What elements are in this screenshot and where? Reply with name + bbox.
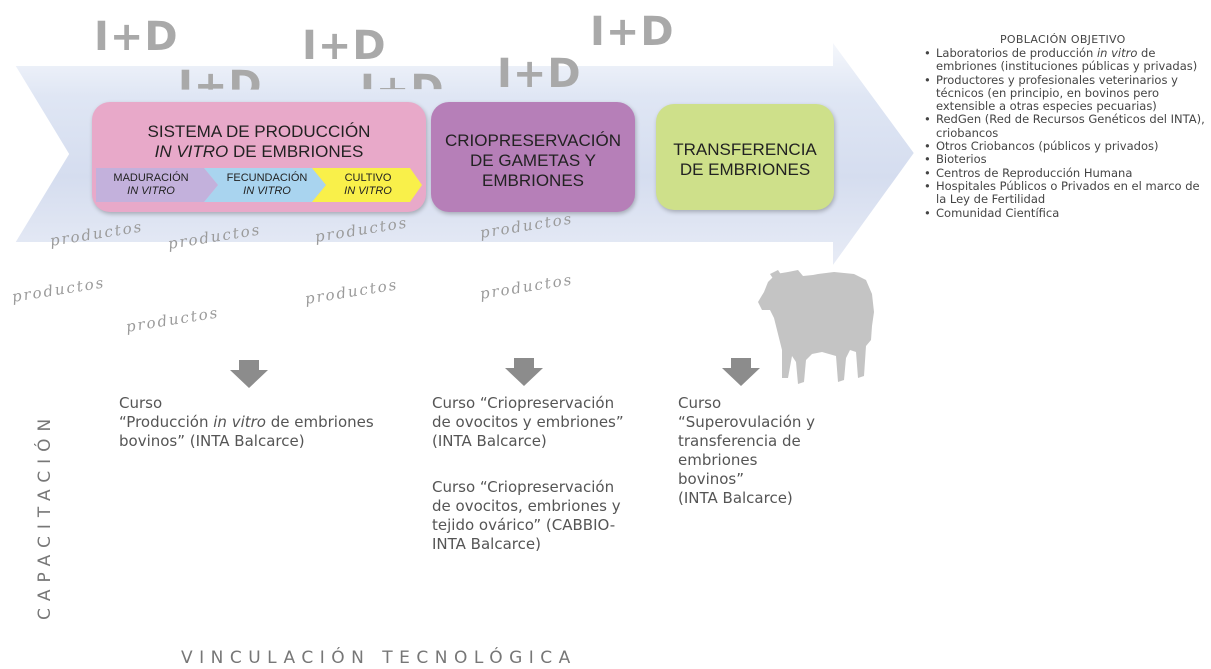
down-arrow-icon bbox=[722, 358, 760, 386]
course-crio-tejido-line: Curso “Criopreservación bbox=[432, 478, 615, 496]
down-arrow-icon bbox=[230, 360, 268, 388]
course-transfer-line: transferencia de bbox=[678, 432, 801, 450]
course-ivp-line: “Producción in vitro de embriones bbox=[119, 413, 374, 431]
course-crio-tejido-line: tejido ovárico” (CABBIO- bbox=[432, 516, 616, 534]
course-transfer-line: embriones bbox=[678, 451, 758, 469]
course-ivp-line: bovinos” (INTA Balcarce) bbox=[119, 432, 305, 450]
ivp-title-line2: IN VITRO DE EMBRIONES bbox=[154, 142, 364, 161]
population-item: Otros Criobancos (públicos y privados) bbox=[920, 139, 1210, 153]
population-item: Comunidad Científica bbox=[920, 206, 1210, 220]
cow-icon bbox=[758, 270, 874, 384]
course-crio-tejido: Curso “Criopreservación de ovocitos, emb… bbox=[432, 478, 662, 554]
population-item: Productores y profesionales veterinarios… bbox=[920, 73, 1210, 114]
ivp-stage-strip bbox=[96, 168, 422, 202]
vinculacion-tecnologica-label: VINCULACIÓN TECNOLÓGICA bbox=[181, 648, 577, 668]
population-title: POBLACIÓN OBJETIVO bbox=[1000, 33, 1126, 46]
population-item: RedGen (Red de Recursos Genéticos del IN… bbox=[920, 113, 1210, 140]
course-crio: Curso “Criopreservación de ovocitos y em… bbox=[432, 394, 662, 451]
course-transfer-line: Curso bbox=[678, 394, 722, 412]
ivp-title-line1: SISTEMA DE PRODUCCIÓN bbox=[147, 122, 371, 141]
crio-line2: DE GAMETAS Y bbox=[470, 151, 596, 170]
capacitacion-label: CAPACITACIÓN bbox=[35, 411, 55, 620]
course-transfer-line: bovinos” bbox=[678, 470, 745, 488]
course-transfer-line: (INTA Balcarce) bbox=[678, 489, 793, 507]
id-watermark: I+D bbox=[497, 51, 582, 97]
course-crio-line: de ovocitos y embriones” bbox=[432, 413, 624, 431]
down-arrow-icon bbox=[505, 358, 543, 386]
cryopreservation-box: CRIOPRESERVACIÓN DE GAMETAS Y EMBRIONES bbox=[431, 102, 635, 212]
id-watermark: I+D bbox=[178, 63, 263, 109]
crio-line1: CRIOPRESERVACIÓN bbox=[444, 131, 622, 150]
id-watermark: I+D bbox=[590, 9, 675, 55]
id-watermark: I+D bbox=[302, 23, 387, 69]
course-transfer: Curso “Superovulación y transferencia de… bbox=[678, 394, 848, 508]
transf-line2: DE EMBRIONES bbox=[679, 160, 811, 179]
population-item: Bioterios bbox=[920, 153, 1210, 167]
population-list: Laboratorios de producción in vitro de e… bbox=[920, 46, 1210, 220]
course-crio-tejido-line: de ovocitos, embriones y bbox=[432, 497, 621, 515]
course-crio-tejido-line: INTA Balcarce) bbox=[432, 535, 541, 553]
transfer-box: TRANSFERENCIA DE EMBRIONES bbox=[656, 104, 834, 210]
population-item: Hospitales Públicos o Privados en el mar… bbox=[920, 179, 1210, 207]
id-watermark: I+D bbox=[94, 14, 179, 60]
course-crio-line: (INTA Balcarce) bbox=[432, 432, 547, 450]
id-watermark: I+D bbox=[360, 67, 445, 89]
crio-line3: EMBRIONES bbox=[481, 171, 585, 190]
course-ivp: Curso “Producción in vitro de embriones … bbox=[119, 394, 419, 451]
course-ivp-line: Curso bbox=[119, 394, 163, 412]
course-transfer-line: “Superovulación y bbox=[678, 413, 816, 431]
transf-line1: TRANSFERENCIA bbox=[673, 140, 817, 159]
population-item: Laboratorios de producción in vitro de e… bbox=[920, 46, 1210, 74]
population-item: Centros de Reproducción Humana bbox=[920, 166, 1210, 180]
course-crio-line: Curso “Criopreservación bbox=[432, 394, 615, 412]
